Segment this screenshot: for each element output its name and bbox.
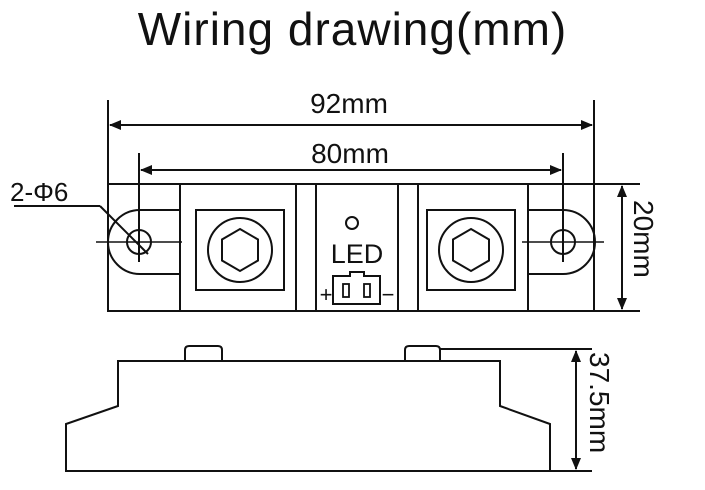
led-connector-icon bbox=[332, 271, 381, 305]
mounting-holes-label: 2-Φ6 bbox=[10, 177, 68, 207]
width-label: 20mm bbox=[628, 200, 659, 278]
top-view: LED + − bbox=[96, 183, 640, 312]
side-view bbox=[65, 345, 592, 472]
led-icon bbox=[345, 216, 359, 230]
left-terminal bbox=[195, 209, 285, 291]
dimension-height: 37.5mm bbox=[571, 350, 615, 470]
hex-screw-icon bbox=[221, 227, 259, 273]
drawing-title: Wiring drawing(mm) bbox=[137, 3, 568, 55]
dimension-hole-spacing: 80mm bbox=[138, 138, 564, 262]
led-minus-label: − bbox=[382, 282, 395, 307]
side-terminal-right bbox=[404, 345, 441, 361]
hex-screw-icon bbox=[452, 227, 490, 273]
dimension-width: 20mm bbox=[617, 185, 659, 310]
right-terminal bbox=[426, 209, 516, 291]
led-indicator: LED + − bbox=[320, 216, 395, 307]
side-terminal-left bbox=[184, 345, 223, 361]
height-label: 37.5mm bbox=[584, 352, 615, 453]
mounting-holes-callout: 2-Φ6 bbox=[10, 177, 149, 255]
led-label: LED bbox=[331, 239, 384, 269]
led-plus-label: + bbox=[320, 282, 333, 307]
overall-length-label: 92mm bbox=[310, 88, 388, 119]
hole-spacing-label: 80mm bbox=[311, 138, 389, 169]
